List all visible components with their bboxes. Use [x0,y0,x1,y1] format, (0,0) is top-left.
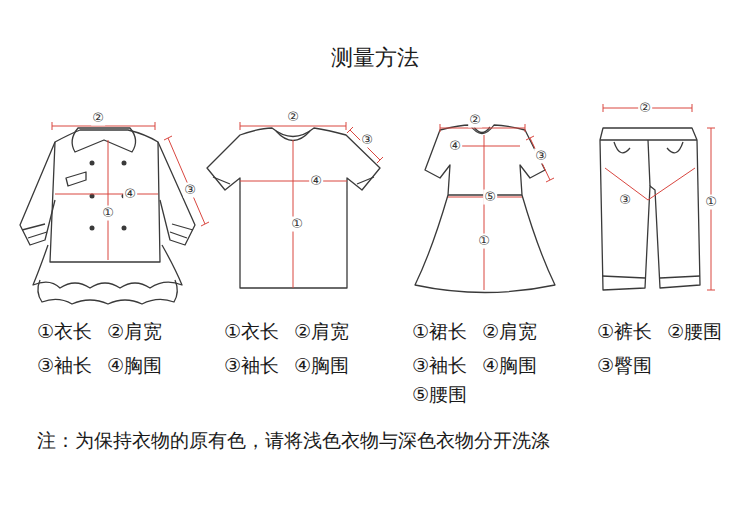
measure-caption: ②肩宽 [107,321,162,343]
measure-caption: ①衣长 [224,321,279,343]
measure-caption: ②肩宽 [294,321,349,343]
coat-pocket [66,172,86,186]
measure-caption: ③臀围 [597,355,652,377]
callout-number: ④ [309,174,323,189]
measure-caption: ③袖长 [37,355,92,377]
pants-cuff [602,276,700,278]
callout-number: ③ [534,149,548,164]
measure-caption: ④胸围 [294,355,349,377]
pants-waistband [600,140,697,186]
measure-caption: ①衣长 [37,321,92,343]
pants-outline [600,128,700,290]
coat-ruffle [38,280,177,304]
care-note: 注：为保持衣物的原有色，请将浅色衣物与深色衣物分开洗涤 [37,430,550,452]
dress-outline [415,125,555,293]
callout-number: ② [638,101,652,116]
callout-number: ① [101,206,115,221]
callout-number: ③ [360,133,374,148]
callout-number: ① [477,234,491,249]
callout-number: ② [91,111,105,126]
callout-number: ④ [448,139,462,154]
callout-number: ④ [123,187,137,202]
measure-caption: ④胸围 [107,355,162,377]
coat-body [50,130,160,262]
measure-caption: ③袖长 [412,355,467,377]
callout-number: ③ [183,183,197,198]
measure-lines [52,104,715,290]
callout-number: ② [468,113,482,128]
coat-collar [72,128,135,152]
callout-number: ② [286,110,300,125]
measure-caption: ⑤腰围 [412,384,467,406]
measure-caption: ②腰围 [667,321,722,343]
measure-caption: ②肩宽 [482,321,537,343]
measure-caption: ③袖长 [224,355,279,377]
callout-number: ⑤ [483,190,497,205]
measure-caption: ①裤长 [597,321,652,343]
callout-number: ① [704,195,718,210]
diagram-title: 测量方法 [331,45,419,70]
callout-number: ① [290,217,304,232]
tshirt-outline [207,128,380,288]
measure-caption: ①裙长 [412,321,467,343]
callout-number: ③ [618,193,632,208]
garment-outlines [20,125,700,304]
tshirt-neck [276,131,310,141]
measure-caption: ④胸围 [482,355,537,377]
